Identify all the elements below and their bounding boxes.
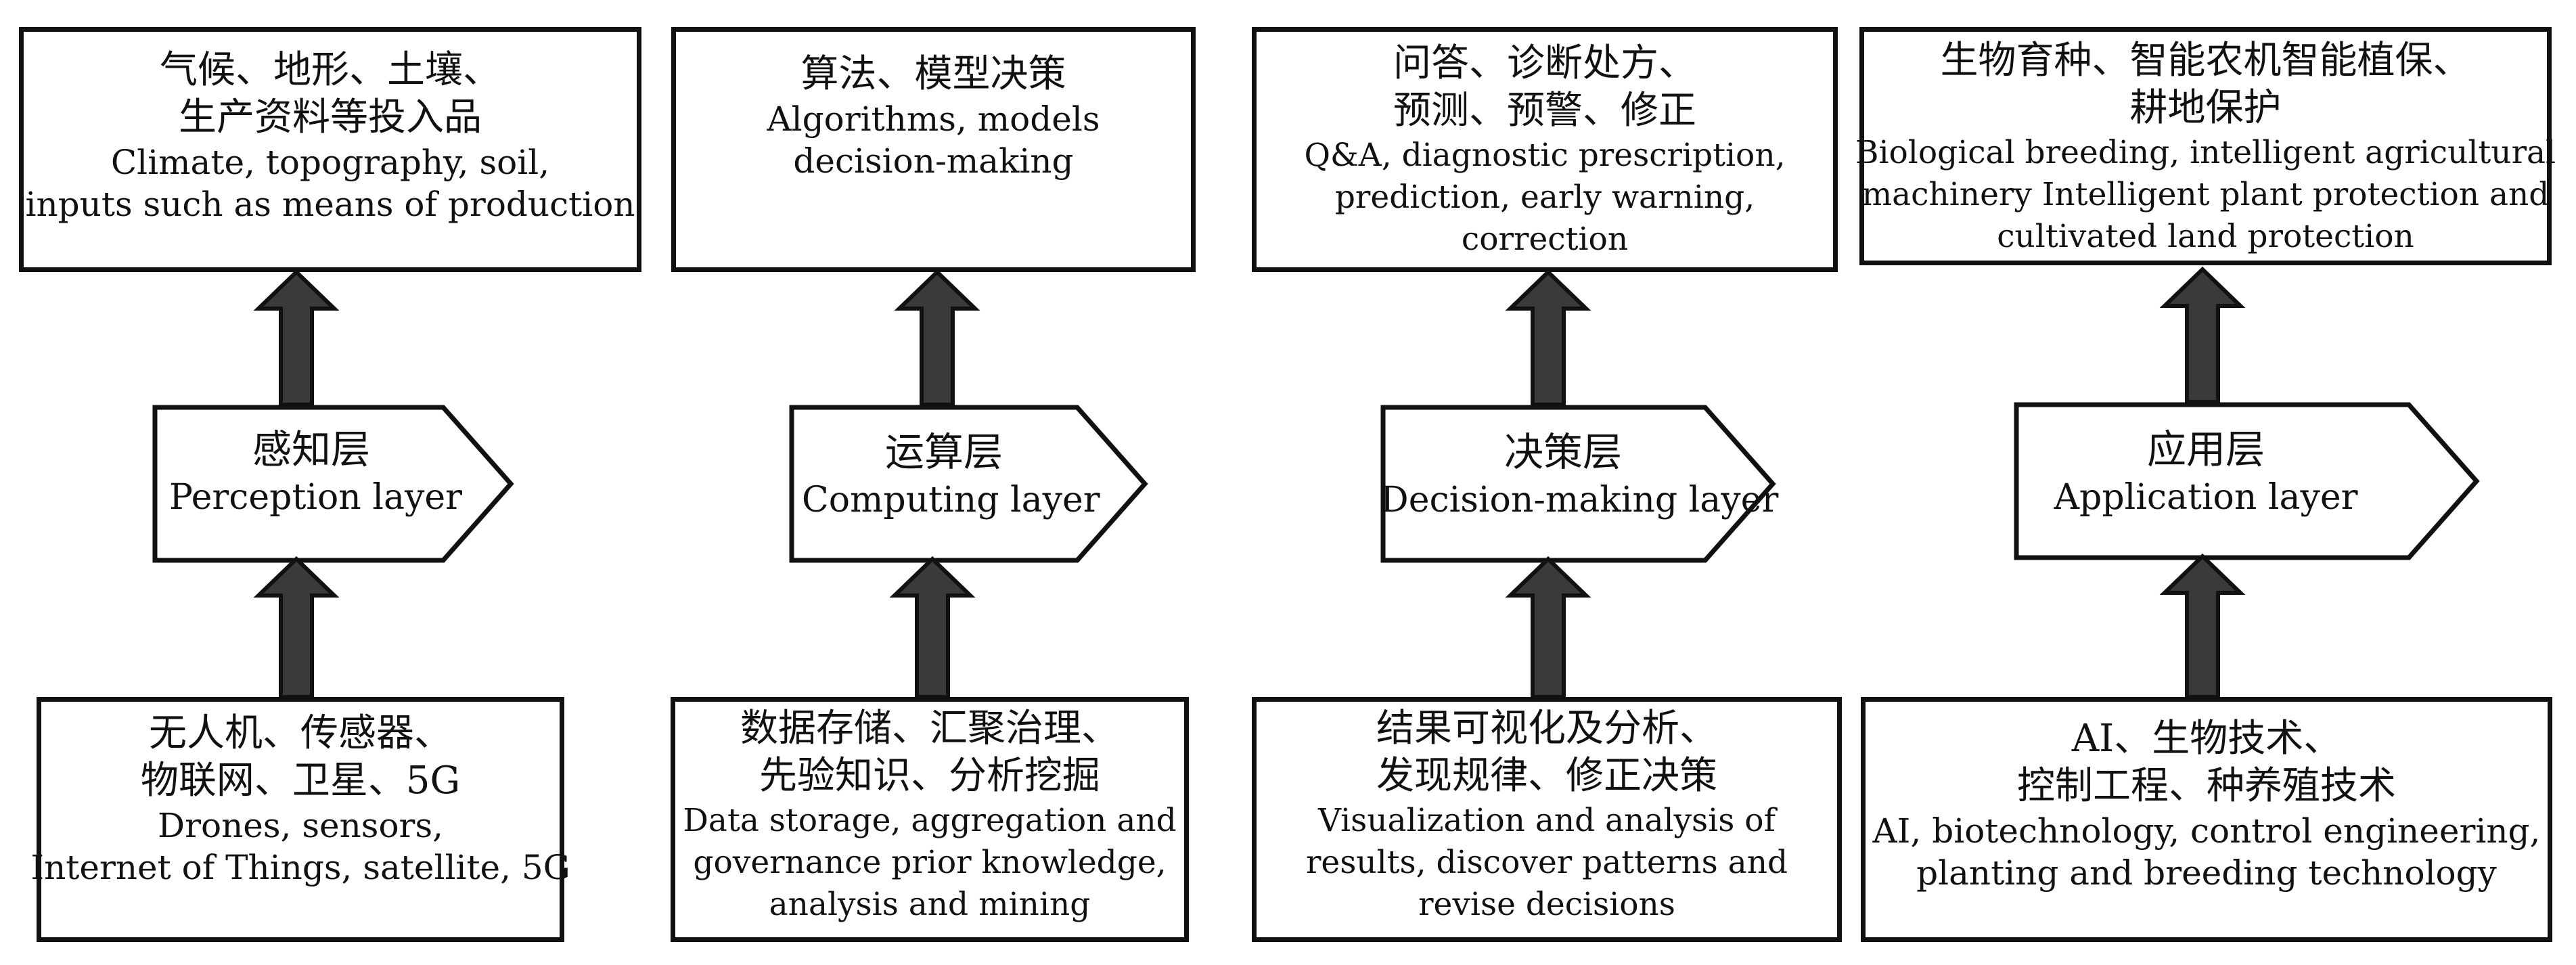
decision-output-zh-line-1: 问答、诊断处方、 (1393, 41, 1696, 85)
decision-output-en-line-2: prediction, early warning, (1334, 179, 1755, 216)
arrow-up-perception-lower (253, 556, 340, 699)
arrow-up-perception-upper (253, 269, 340, 407)
application-input-box: AI、生物技术、 控制工程、种养殖技术 AI, biotechnology, c… (1861, 697, 2552, 942)
application-output-en-line-2: machinery Intelligent plant protection a… (1861, 176, 2550, 213)
decision-input-en-line-1: Visualization and analysis of (1318, 802, 1776, 839)
computing-input-en-line-3: analysis and mining (769, 886, 1091, 923)
arrow-up-decision-upper (1505, 269, 1591, 407)
decision-input-zh-line-1: 结果可视化及分析、 (1376, 706, 1717, 750)
decision-output-box: 问答、诊断处方、 预测、预警、修正 Q&A, diagnostic prescr… (1252, 27, 1838, 272)
arrow-up-computing-lower (889, 556, 976, 699)
perception-input-en-line-1: Drones, sensors, (158, 806, 443, 845)
perception-layer-zh: 感知层 (252, 426, 370, 472)
computing-output-box: 算法、模型决策 Algorithms, models decision-maki… (671, 27, 1196, 272)
decision-input-zh-line-2: 发现规律、修正决策 (1376, 754, 1717, 798)
decision-layer-zh: 决策层 (1504, 429, 1622, 475)
computing-layer-label: 运算层 Computing layer (802, 428, 1100, 524)
arrow-up-decision-lower (1505, 556, 1591, 699)
application-output-en-line-3: cultivated land protection (1997, 218, 2414, 255)
computing-layer-zh: 运算层 (884, 429, 1003, 475)
decision-input-en-line-3: revise decisions (1418, 886, 1675, 923)
perception-output-zh-line-2: 生产资料等投入品 (179, 95, 482, 139)
computing-layer-en: Computing layer (802, 480, 1100, 520)
application-input-zh-line-1: AI、生物技术、 (2071, 717, 2342, 761)
computing-output-en-line-2: decision-making (793, 141, 1074, 181)
application-input-zh-line-2: 控制工程、种养殖技术 (2017, 764, 2396, 808)
decision-output-en-line-1: Q&A, diagnostic prescription, (1304, 137, 1786, 174)
decision-making-layer-pentagon (1380, 405, 1776, 563)
application-output-zh-line-1: 生物育种、智能农机智能植保、 (1940, 39, 2471, 83)
arrow-up-application-upper (2159, 266, 2246, 404)
application-layer-label: 应用层 Application layer (2050, 425, 2362, 521)
perception-output-en-line-2: inputs such as means of production (25, 185, 635, 224)
decision-input-en-line-2: results, discover patterns and (1305, 844, 1788, 881)
perception-input-zh-line-1: 无人机、传感器、 (149, 711, 452, 755)
application-output-box: 生物育种、智能农机智能植保、 耕地保护 Biological breeding,… (1855, 27, 2556, 265)
perception-output-box: 气候、地形、土壤、 生产资料等投入品 Climate, topography, … (19, 27, 641, 272)
decision-input-box: 结果可视化及分析、 发现规律、修正决策 Visualization and an… (1252, 697, 1842, 942)
decision-layer-en: Decision-making layer (1380, 480, 1779, 520)
decision-layer-label: 决策层 Decision-making layer (1380, 428, 1779, 524)
perception-output-zh-line-1: 气候、地形、土壤、 (160, 48, 501, 92)
perception-output-en-line-1: Climate, topography, soil, (110, 143, 550, 182)
computing-input-en-line-1: Data storage, aggregation and (683, 802, 1177, 839)
decision-output-zh-line-2: 预测、预警、修正 (1393, 89, 1696, 133)
arrow-up-computing-upper (894, 269, 980, 407)
computing-layer-pentagon (789, 405, 1148, 563)
application-layer-en: Application layer (2054, 477, 2358, 518)
application-input-en-line-1: AI, biotechnology, control engineering, (1872, 811, 2541, 851)
application-output-en-line-1: Biological breeding, intelligent agricul… (1855, 134, 2556, 171)
arrow-up-application-lower (2159, 553, 2246, 699)
application-layer-pentagon (2014, 402, 2480, 560)
computing-input-en-line-2: governance prior knowledge, (693, 844, 1167, 881)
perception-layer-label: 感知层 Perception layer (169, 425, 462, 521)
computing-input-zh-line-2: 先验知识、分析挖掘 (759, 754, 1100, 798)
computing-input-box: 数据存储、汇聚治理、 先验知识、分析挖掘 Data storage, aggre… (671, 697, 1189, 942)
application-output-zh-line-2: 耕地保护 (2129, 86, 2282, 130)
perception-layer-pentagon (152, 405, 514, 563)
perception-layer-en: Perception layer (169, 477, 462, 518)
computing-output-zh-line-1: 算法、模型决策 (800, 52, 1066, 96)
decision-output-en-line-3: correction (1461, 221, 1629, 258)
application-layer-zh: 应用层 (2146, 426, 2265, 472)
perception-input-zh-line-2: 物联网、卫星、5G (140, 759, 461, 803)
perception-input-en-line-2: Internet of Things, satellite, 5G (30, 848, 570, 887)
application-input-en-line-2: planting and breeding technology (1916, 853, 2497, 893)
computing-output-en-line-1: Algorithms, models (767, 99, 1100, 139)
computing-input-zh-line-1: 数据存储、汇聚治理、 (740, 706, 1119, 750)
perception-input-box: 无人机、传感器、 物联网、卫星、5G Drones, sensors, Inte… (30, 697, 570, 942)
